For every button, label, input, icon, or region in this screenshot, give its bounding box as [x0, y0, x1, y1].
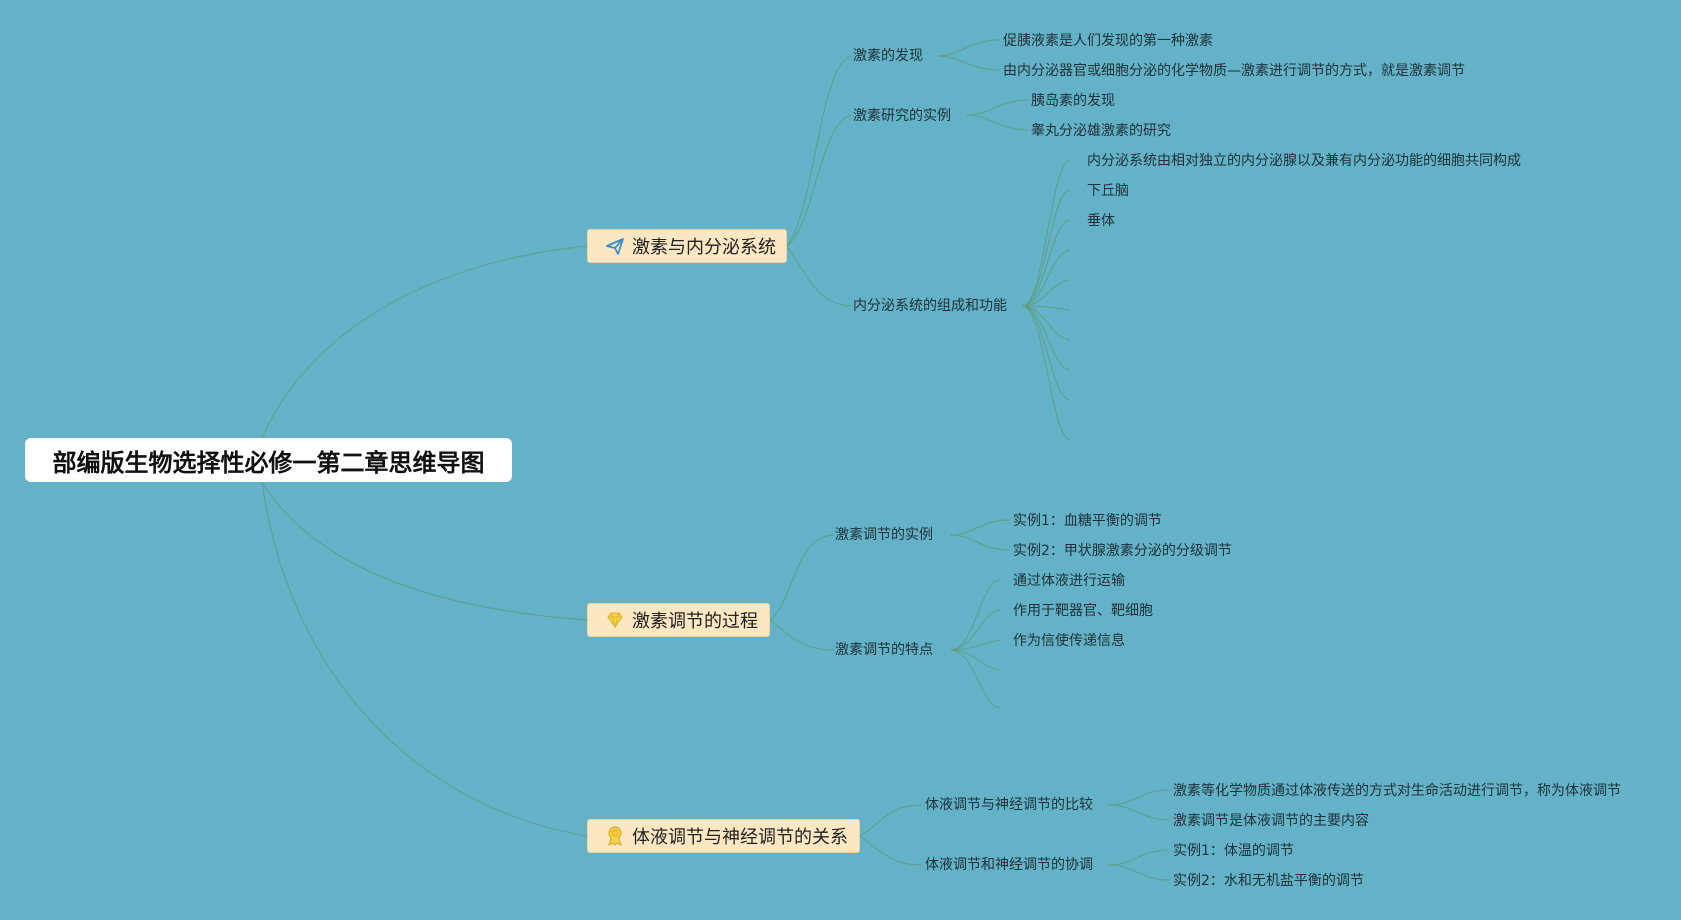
paper-plane-icon — [604, 235, 626, 257]
leaf-topic[interactable]: 下丘脑 — [1087, 183, 1129, 199]
connector-b3-s2-leaves — [1107, 849, 1171, 881]
leaf-topic[interactable]: 垂体 — [1087, 213, 1115, 229]
leaf-topic[interactable]: 促胰液素是人们发现的第一种激素 — [1003, 33, 1213, 49]
connector-b3-s2 — [859, 835, 923, 866]
connector-b1-s1-leaves — [937, 39, 1001, 71]
branch-hormone-regulation-process[interactable]: 激素调节的过程 — [587, 603, 770, 637]
subtopic-hormone-discovery[interactable]: 激素的发现 — [853, 48, 923, 64]
subtopic-humoral-neural-comparison[interactable]: 体液调节与神经调节的比较 — [925, 797, 1093, 813]
connector-b1-s3-leaves — [1021, 159, 1071, 441]
award-ribbon-icon — [604, 825, 626, 847]
subtopic-hormone-regulation-features[interactable]: 激素调节的特点 — [835, 642, 933, 658]
branch-hormones-endocrine[interactable]: 激素与内分泌系统 — [587, 229, 787, 263]
connector-group — [261, 39, 1171, 881]
leaf-topic[interactable]: 作为信使传递信息 — [1013, 633, 1125, 649]
connector-b2-s2 — [769, 619, 835, 651]
connector-root-branch1 — [261, 245, 588, 439]
connector-b3-s1 — [859, 804, 923, 837]
connector-b1-s1 — [786, 55, 853, 247]
leaf-topic[interactable]: 激素等化学物质通过体液传送的方式对生命活动进行调节，称为体液调节 — [1173, 783, 1621, 799]
leaf-topic[interactable]: 通过体液进行运输 — [1013, 573, 1125, 589]
connector-b2-s1-leaves — [949, 519, 1011, 551]
leaf-topic[interactable]: 实例2：甲状腺激素分泌的分级调节 — [1013, 543, 1232, 559]
subtopic-hormone-research-examples[interactable]: 激素研究的实例 — [853, 108, 951, 124]
subtopic-hormone-regulation-examples[interactable]: 激素调节的实例 — [835, 527, 933, 543]
connector-b1-s2-leaves — [965, 99, 1029, 131]
connector-b2-s2-leaves — [949, 579, 1001, 709]
gem-icon — [604, 609, 626, 631]
connector-b2-s1 — [769, 534, 835, 621]
branch-humoral-neural-relationship[interactable]: 体液调节与神经调节的关系 — [587, 819, 860, 853]
leaf-topic[interactable]: 激素调节是体液调节的主要内容 — [1173, 813, 1369, 829]
subtopic-humoral-neural-coordination[interactable]: 体液调节和神经调节的协调 — [925, 857, 1093, 873]
branch-label: 激素调节的过程 — [632, 611, 758, 632]
connector-b3-s1-leaves — [1107, 789, 1171, 821]
branch-label: 激素与内分泌系统 — [632, 237, 776, 258]
leaf-topic[interactable]: 实例1：血糖平衡的调节 — [1013, 513, 1162, 529]
leaf-topic[interactable]: 作用于靶器官、靶细胞 — [1013, 603, 1153, 619]
leaf-topic[interactable]: 内分泌系统由相对独立的内分泌腺以及兼有内分泌功能的细胞共同构成 — [1087, 153, 1521, 169]
connector-root-branch3 — [261, 481, 588, 837]
connector-b1-s3 — [786, 245, 853, 307]
leaf-topic[interactable]: 实例1：体温的调节 — [1173, 843, 1294, 859]
leaf-topic[interactable]: 由内分泌器官或细胞分泌的化学物质—激素进行调节的方式，就是激素调节 — [1003, 63, 1465, 79]
leaf-topic[interactable]: 胰岛素的发现 — [1031, 93, 1115, 109]
leaf-topic[interactable]: 实例2：水和无机盐平衡的调节 — [1173, 873, 1364, 889]
root-topic[interactable]: 部编版生物选择性必修一第二章思维导图 — [25, 438, 512, 482]
branch-label: 体液调节与神经调节的关系 — [632, 827, 848, 848]
leaf-topic[interactable]: 睾丸分泌雄激素的研究 — [1031, 123, 1171, 139]
connector-b1-s2 — [786, 114, 853, 247]
connector-root-branch2 — [261, 481, 588, 621]
subtopic-endocrine-composition-function[interactable]: 内分泌系统的组成和功能 — [853, 298, 1007, 314]
